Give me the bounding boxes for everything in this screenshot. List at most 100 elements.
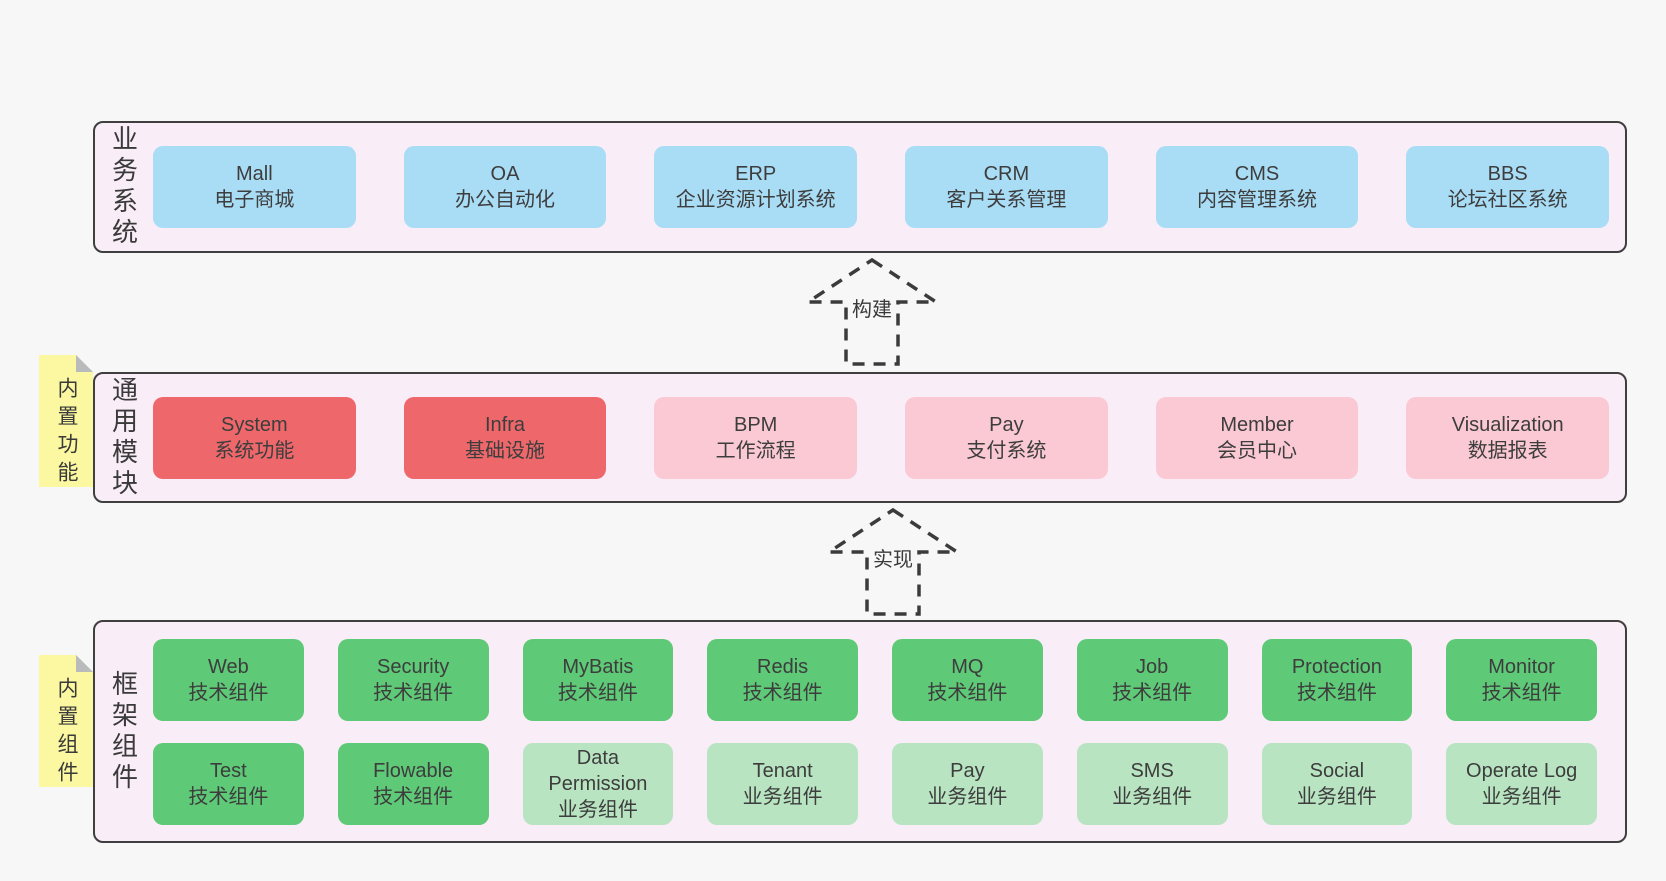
box-title: Job <box>1136 655 1169 678</box>
arrow-label: 实现 <box>870 543 916 572</box>
box-subtitle: 基础设施 <box>465 439 545 462</box>
box-subtitle: 技术组件 <box>557 681 638 704</box>
box-subtitle: 电子商城 <box>214 189 295 211</box>
box-erp: ERP 企业资源计划系统 <box>654 146 858 228</box>
box-title: Visualization <box>1451 413 1564 436</box>
box-mq: MQ 技术组件 <box>892 638 1043 721</box>
box-test: Test 技术组件 <box>153 742 304 825</box>
box-subtitle: 技术组件 <box>1112 681 1193 704</box>
box-title: MyBatis <box>562 655 634 678</box>
box-subtitle: 会员中心 <box>1217 439 1298 462</box>
box-subtitle: 数据报表 <box>1467 439 1548 462</box>
box-subtitle: 技术组件 <box>373 681 454 704</box>
box-title: CRM <box>983 163 1030 185</box>
band-framework-components: 框架组件 Web 技术组件 Security 技术组件 MyBatis 技术组件… <box>93 620 1627 843</box>
box-title: Pay <box>989 413 1024 436</box>
box-sms: SMS 业务组件 <box>1076 742 1228 825</box>
band-label-column: 框架组件 <box>95 622 153 841</box>
box-title: Web <box>207 655 249 678</box>
box-mybatis: MyBatis 技术组件 <box>522 638 674 721</box>
framework-row-1: Web 技术组件 Security 技术组件 MyBatis 技术组件 Redi… <box>153 638 1597 721</box>
box-subtitle: 支付系统 <box>966 439 1047 462</box>
box-protection: Protection 技术组件 <box>1261 638 1413 721</box>
box-monitor: Monitor 技术组件 <box>1446 638 1597 721</box>
box-subtitle: 技术组件 <box>927 681 1008 704</box>
box-infra: Infra 基础设施 <box>403 396 607 479</box>
box-subtitle: 技术组件 <box>742 681 823 704</box>
band-label-column: 通用模块 <box>95 374 153 501</box>
box-subtitle: 业务组件 <box>742 785 823 808</box>
box-redis: Redis 技术组件 <box>707 638 858 721</box>
box-title: OA <box>490 163 520 185</box>
box-visualization: Visualization 数据报表 <box>1406 396 1610 479</box>
band-framework-label: 框架组件 <box>108 669 139 794</box>
arrow-implement: 实现 <box>825 506 961 618</box>
box-pay-module: Pay 支付系统 <box>905 396 1108 479</box>
sticky-note-built-in-features: 内置功能 <box>39 355 93 489</box>
band-common-modules: 通用模块 System 系统功能 Infra 基础设施 BPM 工作流程 Pay… <box>93 372 1627 503</box>
box-subtitle: 业务组件 <box>927 785 1008 808</box>
band-modules-label: 通用模块 <box>108 375 139 500</box>
box-title: BBS <box>1487 163 1528 185</box>
box-title: Flowable <box>373 759 454 782</box>
band-business-label: 业务系统 <box>108 125 139 249</box>
box-tenant: Tenant 业务组件 <box>707 742 858 825</box>
framework-boxes: Web 技术组件 Security 技术组件 MyBatis 技术组件 Redi… <box>153 622 1625 841</box>
box-title: Data Permission <box>548 746 648 795</box>
arrow-up-icon <box>804 257 940 366</box>
box-title: Pay <box>950 759 985 782</box>
box-title: Test <box>210 759 247 782</box>
band-business-systems: 业务系统 Mall 电子商城 OA 办公自动化 ERP 企业资源计划系统 CRM… <box>93 121 1627 253</box>
box-operate-log: Operate Log 业务组件 <box>1446 742 1597 825</box>
box-subtitle: 业务组件 <box>1481 785 1562 808</box>
box-security: Security 技术组件 <box>337 638 489 721</box>
box-title: Operate Log <box>1466 759 1578 782</box>
box-title: Protection <box>1291 655 1382 678</box>
box-member: Member 会员中心 <box>1155 396 1359 479</box>
sticky-note-label: 内置组件 <box>55 677 78 789</box>
box-title: MQ <box>951 655 984 678</box>
arrow-up-icon <box>825 507 961 616</box>
box-job: Job 技术组件 <box>1076 638 1228 721</box>
box-subtitle: 技术组件 <box>188 785 269 808</box>
box-subtitle: 业务组件 <box>1296 785 1377 808</box>
box-subtitle: 客户关系管理 <box>946 189 1067 211</box>
box-title: Infra <box>484 413 526 436</box>
box-data-permission: Data Permission 业务组件 <box>522 742 674 825</box>
box-title: CMS <box>1234 163 1280 185</box>
box-subtitle: 技术组件 <box>1481 681 1562 704</box>
box-subtitle: 内容管理系统 <box>1197 189 1318 211</box>
box-flowable: Flowable 技术组件 <box>337 742 489 825</box>
arrow-label: 构建 <box>849 293 895 322</box>
business-boxes: Mall 电子商城 OA 办公自动化 ERP 企业资源计划系统 CRM 客户关系… <box>153 123 1625 251</box>
box-subtitle: 技术组件 <box>1296 681 1377 704</box>
box-subtitle: 办公自动化 <box>455 189 555 211</box>
box-title: Redis <box>757 655 809 678</box>
box-social: Social 业务组件 <box>1261 742 1413 825</box>
box-title: ERP <box>735 163 777 185</box>
box-title: BPM <box>734 413 778 436</box>
box-bpm: BPM 工作流程 <box>654 396 858 479</box>
box-title: Mall <box>236 163 273 185</box>
box-title: Monitor <box>1488 655 1555 678</box>
box-subtitle: 技术组件 <box>373 785 454 808</box>
box-title: Member <box>1220 413 1294 436</box>
box-crm: CRM 客户关系管理 <box>905 146 1108 228</box>
band-label-column: 业务系统 <box>95 123 153 251</box>
box-pay-component: Pay 业务组件 <box>892 742 1043 825</box>
box-mall: Mall 电子商城 <box>153 146 356 228</box>
box-subtitle: 工作流程 <box>715 439 796 462</box>
module-boxes: System 系统功能 Infra 基础设施 BPM 工作流程 Pay 支付系统… <box>153 374 1625 501</box>
box-system: System 系统功能 <box>153 396 356 479</box>
box-subtitle: 论坛社区系统 <box>1447 189 1568 211</box>
framework-row-2: Test 技术组件 Flowable 技术组件 Data Permission … <box>153 742 1597 825</box>
arrow-build: 构建 <box>804 256 940 368</box>
box-title: Social <box>1309 759 1365 782</box>
box-title: System <box>220 413 288 436</box>
box-bbs: BBS 论坛社区系统 <box>1406 146 1610 228</box>
box-subtitle: 系统功能 <box>214 439 295 462</box>
box-subtitle: 技术组件 <box>188 681 269 704</box>
box-title: Security <box>377 655 450 678</box>
box-subtitle: 业务组件 <box>1112 785 1193 808</box>
